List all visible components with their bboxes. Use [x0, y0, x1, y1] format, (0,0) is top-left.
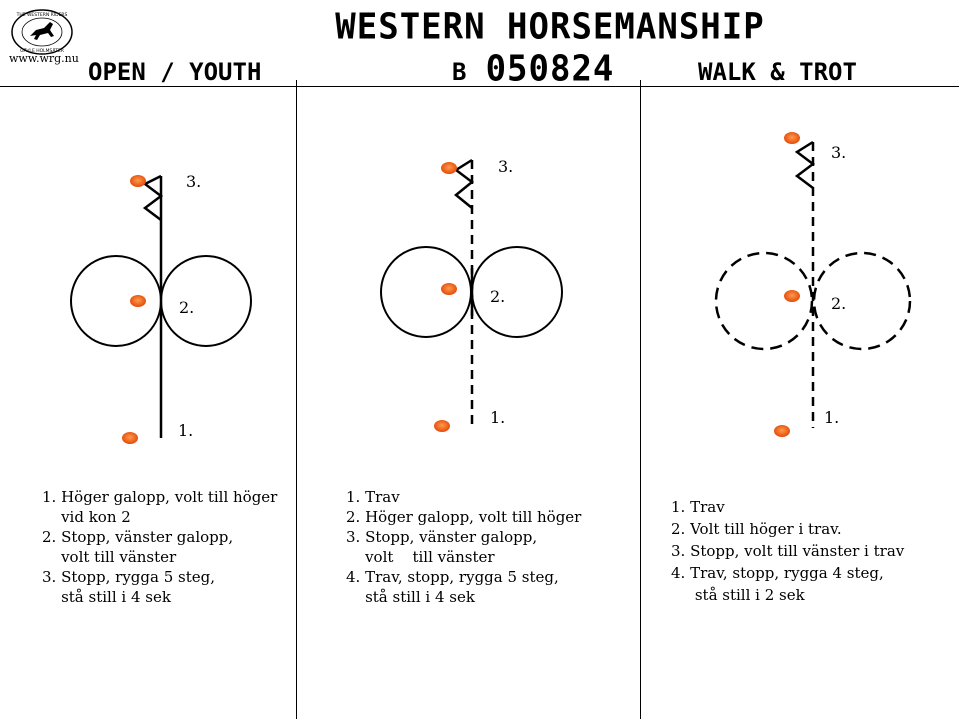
cone-2 — [441, 283, 457, 295]
instruction-line: 4. Trav, stopp, rygga 5 steg, — [346, 568, 559, 586]
instruction-line: 1. Höger galopp, volt till höger — [42, 488, 278, 506]
instruction-line: 2. Volt till höger i trav. — [671, 520, 842, 538]
left-circle — [380, 246, 472, 338]
instruction-line: stå still i 4 sek — [42, 588, 171, 606]
marker-2: 2. — [831, 294, 847, 313]
cone-1 — [774, 425, 790, 437]
page-title: WESTERN HORSEMANSHIP 050824 — [335, 6, 765, 90]
instruction-line: 1. Trav — [671, 498, 725, 516]
cone-2 — [784, 290, 800, 302]
logo-text-top: THE WESTERN RIDERS — [16, 12, 68, 18]
pattern-walk-trot — [714, 132, 912, 437]
instruction-line: 4. Trav, stopp, rygga 4 steg, — [671, 564, 884, 582]
marker-1: 1. — [490, 408, 506, 427]
pattern-b — [380, 158, 563, 432]
column-heading-b: B — [452, 58, 467, 86]
instructions-b: 1. Trav 2. Höger galopp, volt till höger… — [346, 487, 581, 607]
right-circle — [160, 255, 252, 347]
right-circle-dashed — [812, 251, 912, 351]
back-up-zigzag — [142, 174, 164, 221]
back-up-zigzag — [794, 140, 816, 189]
western-riders-logo: THE WESTERN RIDERS GÄVLE HOLMSÄTER — [11, 9, 73, 55]
instruction-line: volt till vänster — [346, 548, 495, 566]
cone-3 — [130, 175, 146, 187]
column-heading-open-youth: OPEN / YOUTH — [88, 58, 262, 86]
instruction-line: stå still i 2 sek — [671, 586, 805, 604]
logo-text-bottom: GÄVLE HOLMSÄTER — [20, 47, 64, 54]
cone-3 — [784, 132, 800, 144]
marker-1: 1. — [824, 408, 840, 427]
header-divider — [0, 86, 959, 87]
instructions-open-youth: 1. Höger galopp, volt till höger vid kon… — [42, 487, 277, 607]
instruction-line: 2. Höger galopp, volt till höger — [346, 508, 582, 526]
right-circle — [471, 246, 563, 338]
cone-3 — [441, 162, 457, 174]
marker-3: 3. — [498, 157, 514, 176]
marker-1: 1. — [178, 421, 194, 440]
back-up-zigzag — [453, 158, 475, 209]
instruction-line: 3. Stopp, volt till vänster i trav — [671, 542, 905, 560]
instruction-line: volt till vänster — [42, 548, 177, 566]
marker-3: 3. — [186, 172, 202, 191]
column-divider-2 — [640, 80, 641, 719]
instruction-line: 3. Stopp, vänster galopp, — [346, 528, 538, 546]
instruction-line: vid kon 2 — [42, 508, 131, 526]
left-circle-dashed — [714, 251, 814, 351]
cone-2 — [130, 295, 146, 307]
instruction-line: stå still i 4 sek — [346, 588, 475, 606]
cone-1 — [434, 420, 450, 432]
column-divider-1 — [296, 80, 297, 719]
pattern-open-youth — [70, 174, 252, 444]
column-heading-walk-trot: WALK & TROT — [698, 58, 857, 86]
marker-2: 2. — [490, 287, 506, 306]
instruction-line: 2. Stopp, vänster galopp, — [42, 528, 234, 546]
marker-2: 2. — [179, 298, 195, 317]
cone-1 — [122, 432, 138, 444]
logo-url: www.wrg.nu — [9, 52, 79, 65]
marker-3: 3. — [831, 143, 847, 162]
instructions-walk-trot: 1. Trav 2. Volt till höger i trav. 3. St… — [671, 496, 904, 606]
instruction-line: 1. Trav — [346, 488, 400, 506]
instruction-line: 3. Stopp, rygga 5 steg, — [42, 568, 215, 586]
left-circle — [70, 255, 162, 347]
